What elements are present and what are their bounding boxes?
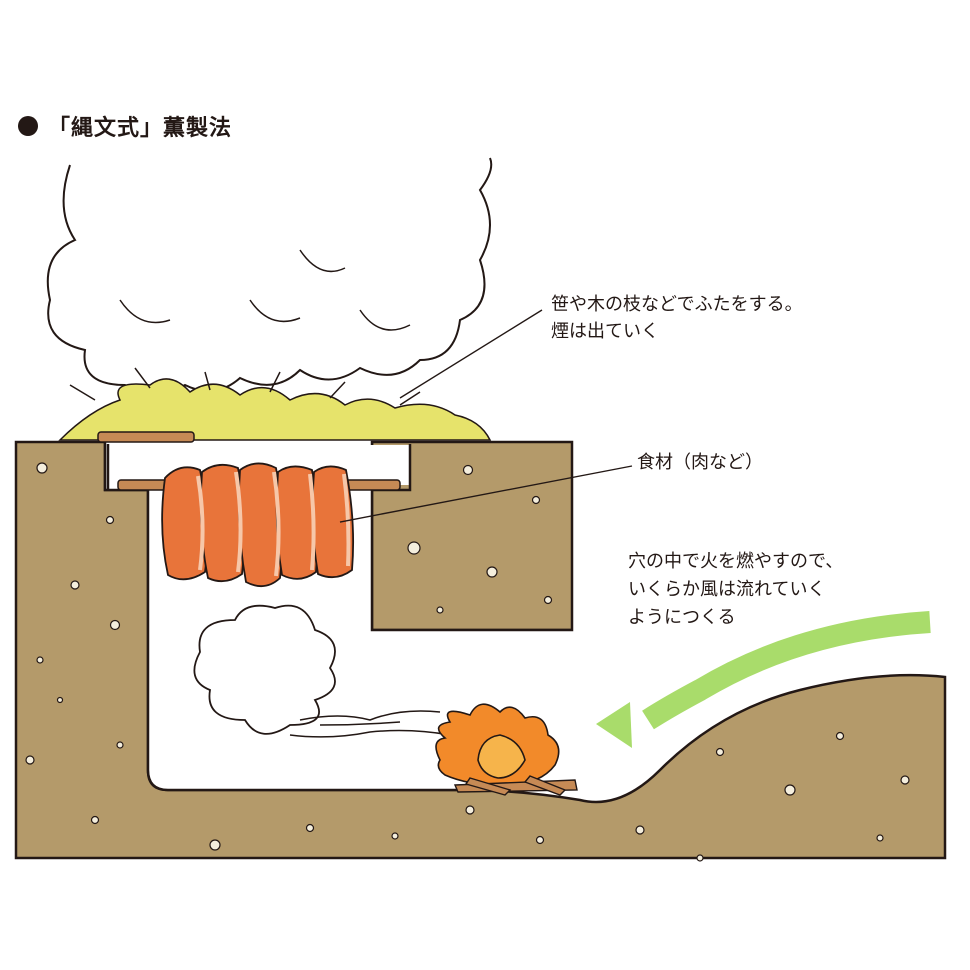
firewood <box>453 775 578 796</box>
food-annotation-text: 食材（肉など） <box>637 452 763 473</box>
meat-slices <box>161 462 355 588</box>
wind-annotation-line-3: ようにつくる <box>628 607 736 628</box>
leaf-lid <box>58 367 492 441</box>
meat-slice <box>161 466 209 581</box>
wind-annotation-line-2: いくらか風は流れていく <box>628 579 826 600</box>
soil-pebbles <box>25 462 910 862</box>
wind-arrow <box>642 611 931 730</box>
bullet-icon <box>18 116 38 136</box>
lid-annotation: 笹や木の枝などでふたをする。 煙は出ていく <box>551 291 803 345</box>
smoke-cloud-detail <box>119 249 411 331</box>
pit-wall-left <box>103 442 465 792</box>
lid-stick <box>97 431 195 443</box>
smoke-in-pit <box>193 604 336 735</box>
wind-annotation-line-1: 穴の中で火を燃やすので、 <box>628 551 844 572</box>
title-text: 「縄文式」薫製法 <box>48 116 233 141</box>
food-annotation: 食材（肉など） <box>637 449 763 476</box>
lid-annotation-line-1: 笹や木の枝などでふたをする。 <box>551 294 803 315</box>
wind-annotation: 穴の中で火を燃やすので、 いくらか風は流れていく ようにつくる <box>628 548 843 632</box>
wind-arrow-head <box>596 702 632 748</box>
smoke-cloud-top <box>46 157 493 396</box>
page-title: 「縄文式」薫製法 <box>18 110 232 142</box>
pit-wall-right <box>370 442 572 632</box>
smoke-trail <box>289 710 451 738</box>
leader-lines <box>339 309 633 523</box>
lid-annotation-line-2: 煙は出ていく <box>551 321 659 342</box>
